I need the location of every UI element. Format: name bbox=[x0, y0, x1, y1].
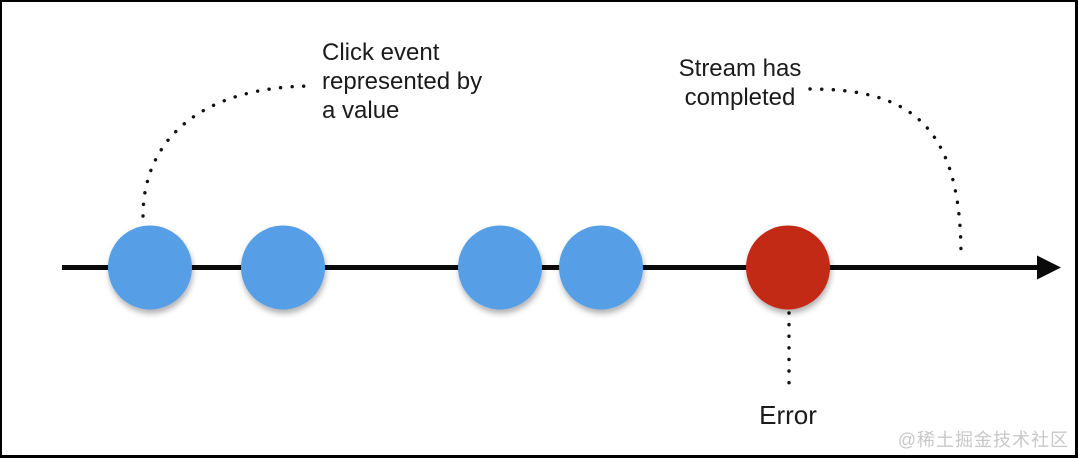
timeline-arrowhead bbox=[1037, 255, 1061, 280]
value-marble bbox=[241, 225, 325, 310]
error-annotation: Error bbox=[759, 400, 817, 430]
stream-completed-connector bbox=[808, 87, 963, 258]
stream-completed-annotation: Stream has completed bbox=[678, 55, 802, 111]
value-marble bbox=[559, 225, 643, 310]
value-marble bbox=[458, 225, 542, 310]
click-event-annotation: Click event represented by a value bbox=[322, 39, 483, 124]
value-marble bbox=[108, 225, 192, 310]
watermark: @稀土掘金技术社区 bbox=[897, 430, 1069, 450]
click-event-connector bbox=[141, 84, 313, 218]
error-marble bbox=[746, 225, 830, 310]
